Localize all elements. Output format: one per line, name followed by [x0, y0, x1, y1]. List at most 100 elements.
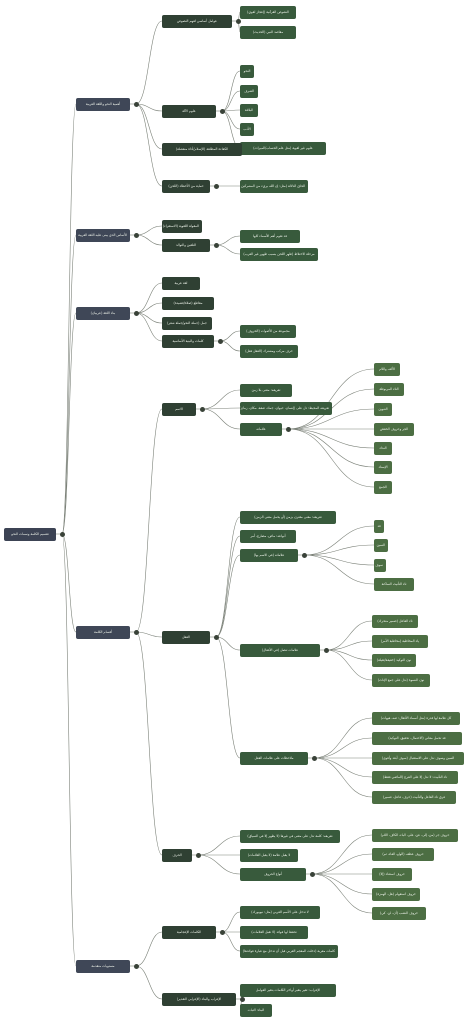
leaf-node-l3[interactable]: تعريفه: معنى بلا زمن	[240, 384, 292, 397]
branch-collapse-dot[interactable]	[239, 996, 245, 1002]
branch-node-l1[interactable]: مستويات متقدمة	[76, 960, 130, 973]
branch-collapse-dot[interactable]	[199, 406, 205, 412]
branch-collapse-dot[interactable]	[195, 852, 201, 858]
mindmap-root-node[interactable]: تقسيم الكلمة وسمات النحو	[4, 528, 56, 541]
branch-collapse-dot[interactable]	[133, 101, 139, 107]
branch-collapse-dot[interactable]	[219, 929, 225, 935]
leaf-node-l3[interactable]: تعريفه: معنى مقترن بزمن (أو يحمل معنى ال…	[240, 511, 336, 524]
branch-collapse-dot[interactable]	[219, 108, 225, 114]
branch-collapse-dot[interactable]	[213, 183, 219, 189]
leaf-node-l3[interactable]: الأدب	[240, 123, 254, 136]
leaf-node-l3[interactable]: مجموعة من الأصوات (الحروف)	[240, 325, 296, 338]
branch-collapse-dot[interactable]	[217, 338, 223, 344]
branch-node-l2[interactable]: الإعراب والبناء (الإعرابي التقدير)	[162, 993, 236, 1006]
branch-node-l2[interactable]: الاسم	[162, 403, 196, 416]
leaf-node-l3[interactable]: قد تقوم أهم الأسماء كلها	[240, 230, 300, 243]
branch-node-l2[interactable]: كلمات والبنية الأساسية	[162, 335, 214, 348]
edge-l3-l4	[325, 640, 373, 651]
edge-l1-l2	[135, 408, 163, 633]
leaf-node-l4[interactable]: نون التوكيد (خفيفة/ثقيلة)	[372, 654, 416, 667]
leaf-node-l3[interactable]: علامات تتصل (في الأفعال)	[240, 644, 320, 657]
edge-l3-l4	[325, 649, 373, 681]
leaf-node-l4[interactable]: النداء	[374, 442, 392, 455]
branch-collapse-dot[interactable]	[309, 871, 315, 877]
leaf-node-l3[interactable]: ملاحظات على علامات الفعل	[240, 752, 308, 765]
branch-collapse-dot[interactable]	[133, 963, 139, 969]
branch-node-l1[interactable]: بناء اللغة (عربيان)	[76, 307, 130, 320]
branch-node-l2[interactable]: الحرف	[162, 849, 192, 862]
leaf-node-l3[interactable]: علاماته	[240, 423, 282, 436]
leaf-node-l3[interactable]: النصوص القرآنية (إعجاز لغوي)	[240, 6, 296, 19]
leaf-node-l3[interactable]: الصرف	[240, 85, 258, 98]
branch-node-l2[interactable]: التلقين والتوالد	[162, 239, 210, 252]
leaf-node-l4[interactable]: قد تحمل معاني (الاحتمال، تحقيق، التوكيد)	[372, 732, 462, 745]
branch-collapse-dot[interactable]	[301, 552, 307, 558]
leaf-node-l3[interactable]: لا تدخل على الأسم العربي (مثل: نيويورك)	[240, 906, 320, 919]
leaf-node-l3[interactable]: الحاق الدلالة (مثل: إن الله بريء من المش…	[240, 180, 308, 193]
branch-node-l2[interactable]: لغة عربية	[162, 277, 200, 290]
leaf-node-l3[interactable]: تعريفه: كلمة تدل على معنى في غيرها (لا ي…	[240, 830, 340, 843]
branch-node-l2[interactable]: الكفاءة المطلقة (الإسلام/أداة منفصلة)	[162, 143, 242, 156]
branch-node-l1[interactable]: أهمية النحو واللغة العربية	[76, 98, 130, 111]
branch-node-l1[interactable]: أقسام الكلمة	[76, 626, 130, 639]
leaf-node-l3[interactable]: لا يقبل علامة (لا يقبل العلامات)	[240, 849, 298, 862]
branch-node-l2[interactable]: جمل (جملة النحو/جملة شعر)	[162, 317, 212, 330]
leaf-node-l3[interactable]: النحو	[240, 65, 254, 78]
branch-node-l2[interactable]: مقاطع (صلاة/قصيدة)	[162, 297, 214, 310]
leaf-node-l4[interactable]: ياء المخاطبة (مخاطبة الأمر)	[372, 635, 428, 648]
leaf-node-l4[interactable]: حروف جر (من، إلى، عن، على، الباء، الكاف،…	[372, 829, 458, 842]
leaf-node-l4[interactable]: كل علامة لها قدرة (مثل أسماء الأفعال: صه…	[372, 712, 460, 725]
edge-l2-l3	[215, 516, 241, 638]
leaf-node-l3[interactable]: علاماته (في الاسم بها)	[240, 549, 298, 562]
leaf-node-l3[interactable]: تعريفه المحيط: دل على (إنسان، حيوان، جما…	[240, 402, 332, 415]
branch-collapse-dot[interactable]	[311, 755, 317, 761]
branch-collapse-dot[interactable]	[285, 426, 291, 432]
leaf-node-l3[interactable]: أنواع الحروف	[240, 868, 306, 881]
branch-node-l2[interactable]: حماية من الأخطاء (اللحن)	[162, 180, 210, 193]
branch-node-l2[interactable]: الكلمات الإعجامية	[162, 926, 216, 939]
branch-collapse-dot[interactable]	[213, 634, 219, 640]
leaf-node-l4[interactable]: تاء التأنيث: لا تدل إلا على الفرع (الماض…	[372, 771, 458, 784]
branch-collapse-dot[interactable]	[235, 18, 241, 24]
leaf-node-l4[interactable]: الإسناد	[374, 461, 392, 474]
leaf-node-l3[interactable]: الإعراب: تغير يتغير أواخر الكلمات بتغير …	[240, 984, 336, 997]
leaf-node-l4[interactable]: حروف استثناء (إلا)	[372, 868, 412, 881]
leaf-node-l3[interactable]: حرف مركب ومشترك (الفعل فعل)	[240, 345, 298, 358]
leaf-node-l4[interactable]: قد	[374, 520, 384, 533]
branch-collapse-dot[interactable]	[213, 242, 219, 248]
leaf-node-l4[interactable]: الجر وحروف الخفض	[374, 423, 414, 436]
leaf-node-l4[interactable]: التنوين	[374, 403, 392, 416]
leaf-node-l4[interactable]: حروف النصب (أن، لن، كي)	[372, 907, 426, 920]
leaf-node-l4[interactable]: حروف عطف (الواو، الفاء، ثم)	[372, 848, 434, 861]
leaf-node-l4[interactable]: التاء المربوطة	[374, 383, 404, 396]
leaf-node-l3[interactable]: البلاغة	[240, 104, 258, 117]
leaf-node-l3[interactable]: أنواعه: ماض، مضارع، أمر	[240, 530, 296, 543]
leaf-node-l3[interactable]: تحفظ لها فوائد (لا تقبل العلامات)	[240, 926, 308, 939]
leaf-node-l4[interactable]: نون النسوة (تدل على جمع الإناث)	[372, 674, 430, 687]
leaf-node-l4[interactable]: الجمع	[374, 481, 392, 494]
leaf-node-l3[interactable]: علوم غير لغوية (مثل علم الحساب/الميراث)	[240, 142, 326, 155]
branch-collapse-dot[interactable]	[133, 310, 139, 316]
branch-node-l1[interactable]: الأساس الذي يبنى عليه اللغة العربية	[76, 229, 130, 242]
branch-node-l2[interactable]: عوامل أساسي لفهم النصوص	[162, 15, 232, 28]
leaf-node-l4[interactable]: الألف واللام	[374, 363, 400, 376]
leaf-node-l3[interactable]: كلمات معربة (دخلت المعجم العربي قبل أن ت…	[240, 945, 338, 958]
leaf-node-l3[interactable]: مقاصد النبي (الحديث)	[240, 26, 296, 39]
branch-node-l2[interactable]: علوم الآلة	[162, 105, 216, 118]
leaf-node-l4[interactable]: السين	[374, 539, 388, 552]
leaf-node-l3[interactable]: البناء: الثبات	[240, 1004, 272, 1017]
leaf-node-l4[interactable]: تاء التأنيث الساكنة	[374, 578, 414, 591]
root-collapse-dot[interactable]	[59, 531, 65, 537]
branch-node-l2[interactable]: المقولة اللغوية (الاستقراء)	[162, 220, 202, 233]
leaf-node-l4[interactable]: السين وسوف تدل على الاستقبال (سوف أبعد و…	[372, 752, 464, 765]
branch-collapse-dot[interactable]	[323, 647, 329, 653]
leaf-node-l4[interactable]: فرق تاء الفاعل والتأنيث (حرف، فاعل، ضمير…	[372, 791, 456, 804]
leaf-node-l3[interactable]: مرحلة الاختلاط (ظهر اللحن بسبب ظهور غير …	[240, 248, 318, 261]
leaf-node-l4[interactable]: حروف استفهام (هل، الهمزة)	[372, 888, 420, 901]
branch-node-l2[interactable]: الفعل	[162, 631, 210, 644]
branch-collapse-dot[interactable]	[133, 629, 139, 635]
leaf-node-l4[interactable]: تاء الفاعل (ضمير متحرك)	[372, 615, 418, 628]
leaf-node-l4[interactable]: سوف	[374, 559, 386, 572]
branch-collapse-dot[interactable]	[133, 232, 139, 238]
edge-root-l1	[61, 533, 77, 967]
